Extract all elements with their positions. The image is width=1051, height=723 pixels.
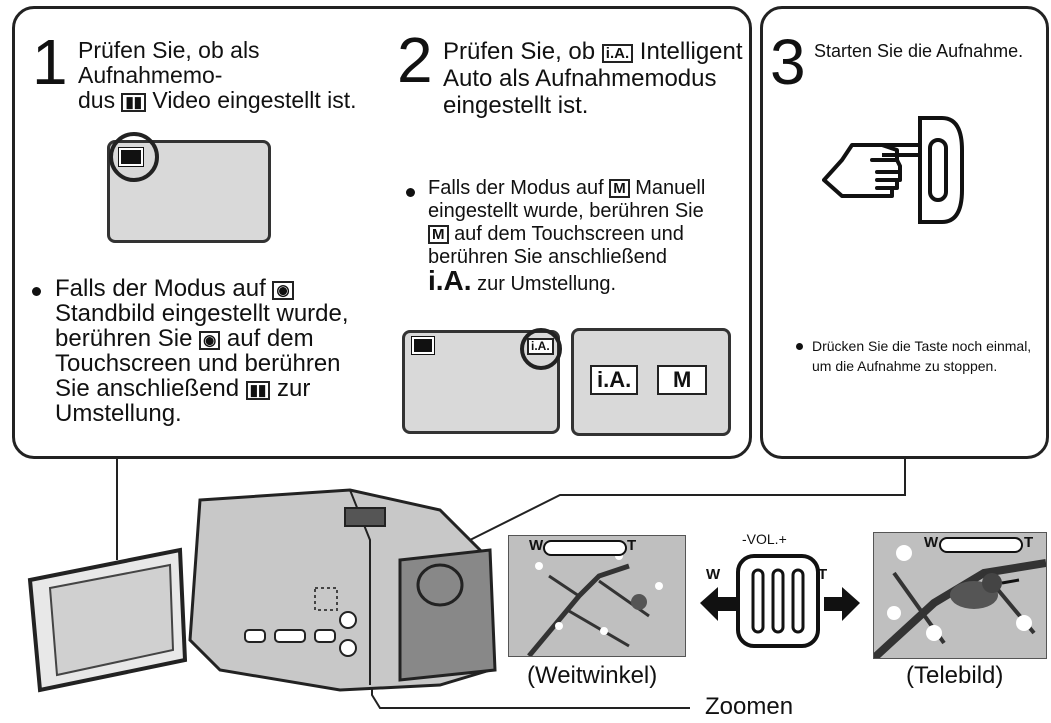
- step-1-note-line-5-post: zur: [276, 375, 311, 402]
- step-3-note-line-1: Drücken Sie die Taste noch einmal,: [812, 338, 1032, 354]
- step-2-note-line-2: eingestellt wurde, berühren Sie: [428, 200, 704, 222]
- step-1-note-bullet: [32, 287, 41, 296]
- step-2-note-line-5-post: zur Umstellung.: [477, 273, 617, 295]
- telephoto-caption: (Telebild): [906, 662, 1004, 689]
- manual-mode-icon: M: [428, 225, 449, 244]
- manual-mode-button[interactable]: M: [657, 365, 708, 395]
- step-1-note-line-5: Sie anschließend ▮▮ zur: [55, 376, 385, 401]
- volume-label: -VOL.+: [742, 531, 787, 547]
- step-2-note-line-3: M auf dem Touchscreen und: [428, 223, 738, 246]
- zoom-bar-wide: [543, 540, 627, 556]
- video-mode-icon: [411, 336, 435, 355]
- step-2-line-1-pre: Prüfen Sie, ob: [443, 38, 596, 65]
- zoom-bar-wide-w: W: [529, 537, 544, 554]
- wide-angle-photo: W T: [508, 535, 686, 657]
- step-3-panel: [760, 6, 1049, 459]
- step-1-line-2-pre: dus: [78, 87, 116, 113]
- pointing-hand-icon: [822, 116, 964, 224]
- wide-angle-caption: (Weitwinkel): [527, 662, 658, 689]
- bird-illustration: [874, 545, 1046, 658]
- step-2-note-line-4: berühren Sie anschließend: [428, 246, 668, 268]
- ia-mode-button[interactable]: i.A.: [590, 365, 639, 395]
- zoom-lever[interactable]: [690, 548, 870, 658]
- step-3-note-line-2: um die Aufnahme zu stoppen.: [812, 358, 998, 374]
- video-mode-icon: ▮▮: [121, 93, 146, 112]
- video-mode-icon: ▮▮: [245, 381, 271, 400]
- zoom-t-label: T: [818, 566, 828, 583]
- zoom-bar-tele: [939, 537, 1023, 553]
- step-1-note-line-3-pre: berühren Sie: [55, 325, 193, 352]
- manual-mode-icon: M: [609, 179, 630, 198]
- step-3-instruction: Starten Sie die Aufnahme.: [814, 41, 1024, 61]
- step-1-line-2-post: Video eingestellt ist.: [152, 87, 357, 113]
- step-1-note-line-6: Umstellung.: [55, 400, 182, 427]
- step-2-number: 2: [397, 24, 433, 96]
- zoom-bar-wide-t: T: [627, 537, 637, 554]
- step-2-line-3: eingestellt ist.: [443, 92, 589, 119]
- step-1-instruction: Prüfen Sie, ob als Aufnahmemo- dus ▮▮ Vi…: [78, 38, 398, 113]
- step-1-lcd-screen: [107, 140, 271, 243]
- zoom-w-label: W: [706, 566, 721, 583]
- arrow-right-icon: [824, 587, 860, 621]
- step-3-note: Drücken Sie die Taste noch einmal, um di…: [812, 336, 1047, 376]
- intelligent-auto-icon: i.A.: [601, 44, 634, 63]
- step-3-number: 3: [770, 26, 806, 98]
- step-1-line-1: Prüfen Sie, ob als Aufnahmemo-: [78, 37, 260, 88]
- step-2-instruction: Prüfen Sie, ob i.A. Intelligent Auto als…: [443, 38, 743, 119]
- zoom-label: Zoomen: [705, 693, 794, 720]
- camera-mode-icon: ◉: [199, 331, 221, 350]
- step-1-note-line-2: Standbild eingestellt wurde,: [55, 300, 349, 327]
- step-2-note-line-3-post: auf dem Touchscreen und: [454, 223, 684, 245]
- step-2-note-bullet: [406, 188, 415, 197]
- step-1-note-line-1-pre: Falls der Modus auf: [55, 275, 266, 302]
- step-2-note-line-5: i.A. zur Umstellung.: [428, 267, 738, 296]
- step-1-note-line-1: Falls der Modus auf ◉: [55, 276, 385, 301]
- step-1-note-line-5-pre: Sie anschließend: [55, 375, 240, 402]
- step-1-note-line-3: berühren Sie ◉ auf dem: [55, 326, 385, 351]
- step-2-line-1-post: Intelligent: [639, 38, 743, 65]
- arrow-left-icon: [700, 587, 736, 621]
- step-2-line-2: Auto als Aufnahmemodus: [443, 65, 717, 92]
- camcorder-illustration: [27, 488, 497, 693]
- step-2-note-line-1-pre: Falls der Modus auf: [428, 177, 604, 199]
- step-3-note-bullet: [796, 343, 803, 350]
- step-1-note-line-3-post: auf dem: [226, 325, 314, 352]
- step-2-note-line-1-post: Manuell: [635, 177, 706, 199]
- step-1-line-2: dus ▮▮ Video eingestellt ist.: [78, 88, 398, 113]
- step-2-note: Falls der Modus auf M Manuell eingestell…: [428, 177, 738, 296]
- telephoto-photo: W T: [873, 532, 1047, 659]
- step-2-note-line-1: Falls der Modus auf M Manuell: [428, 177, 738, 200]
- step-1-note: Falls der Modus auf ◉ Standbild eingeste…: [55, 276, 385, 426]
- highlight-circle: [520, 328, 562, 370]
- tree-branch-illustration: [527, 552, 663, 656]
- step-1-note-line-4: Touchscreen und berühren: [55, 350, 341, 377]
- zoom-bar-tele-w: W: [924, 534, 939, 551]
- ia-button-label: i.A.: [428, 265, 472, 296]
- step-2-line-1: Prüfen Sie, ob i.A. Intelligent: [443, 38, 743, 65]
- zoom-bar-tele-t: T: [1024, 534, 1034, 551]
- step-1-number: 1: [32, 26, 68, 98]
- highlight-circle: [109, 132, 159, 182]
- camera-mode-icon: ◉: [272, 281, 294, 300]
